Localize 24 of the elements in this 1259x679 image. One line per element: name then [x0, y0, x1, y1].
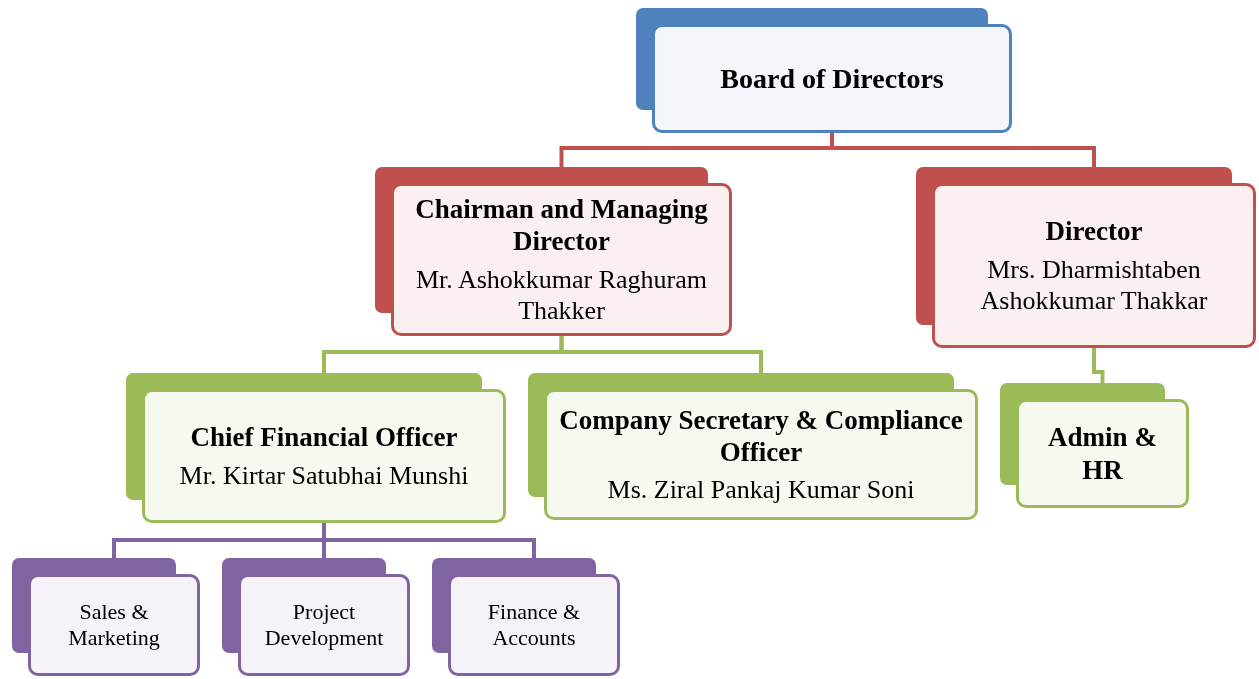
position-title: Admin & HR [1047, 421, 1158, 486]
position-title: Company Secretary & Compliance Officer [558, 403, 964, 469]
position-box [636, 8, 1012, 133]
position-box [528, 373, 978, 520]
position-title: Board of Directors [720, 61, 944, 96]
person-name: Mr. Kirtar Satubhai Munshi [179, 459, 469, 491]
connector-line [559, 336, 763, 373]
position-box [432, 558, 620, 676]
department-label: Finance & Accounts [486, 598, 582, 652]
position-box [1000, 383, 1189, 508]
person-name: Ms. Ziral Pankaj Kumar Soni [607, 474, 915, 506]
position-box [126, 373, 506, 523]
connector-line [1092, 348, 1105, 383]
position-box [12, 558, 200, 676]
person-name: Mrs. Dharmishtaben Ashokkumar Thakkar [979, 253, 1209, 316]
department-label: Sales & Marketing [67, 598, 161, 652]
position-title: Chief Financial Officer [190, 421, 458, 454]
position-title: Director [1045, 215, 1143, 248]
position-box [916, 167, 1256, 348]
department-label: Project Development [263, 598, 385, 652]
person-name: Mr. Ashokkumar Raghuram Thakker [415, 263, 708, 327]
position-title: Chairman and Managing Director [414, 192, 709, 258]
position-box [222, 558, 410, 676]
position-box [375, 167, 732, 336]
